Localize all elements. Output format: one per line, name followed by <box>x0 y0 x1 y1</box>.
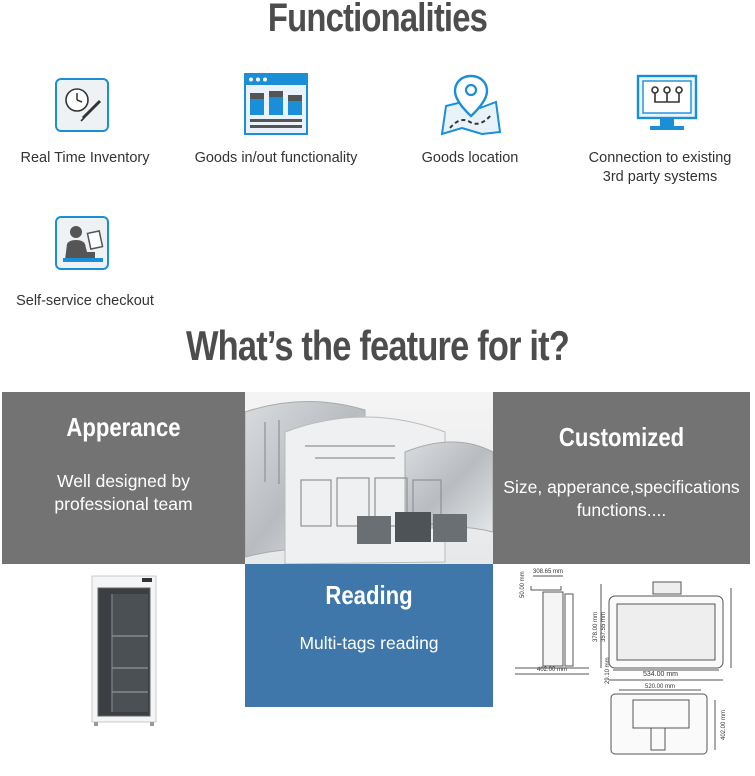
clock-pen-icon <box>55 78 109 132</box>
rfid-tag-rolls-image <box>245 392 493 564</box>
dimension-label: 534.00 mm <box>643 671 678 678</box>
function-label-line: Connection to existing <box>588 150 732 166</box>
feature-heading: What’s the feature for it? <box>185 322 570 369</box>
panel-text-line: Size, apperance,specifications <box>503 477 740 497</box>
panel-title: Customized <box>558 422 685 452</box>
panel-text-line: Well designed by <box>57 471 190 491</box>
panel-title: Reading <box>325 580 413 610</box>
panel-text: Size, apperance,specifications functions… <box>493 476 750 522</box>
dimension-label: 50.00 mm <box>520 571 526 598</box>
panel-text: Multi-tags reading <box>299 633 439 653</box>
function-label: Goods in/out functionality <box>194 150 358 166</box>
smart-cabinet-image <box>2 564 245 771</box>
reading-panel: Reading Multi-tags reading <box>245 564 493 707</box>
customized-panel: Customized Size, apperance,specification… <box>493 392 750 564</box>
panel-title: Apperance <box>66 412 181 442</box>
panel-text-line: functions.... <box>576 500 667 520</box>
function-label: Real Time Inventory <box>20 150 150 166</box>
browser-window-icon <box>244 73 308 135</box>
function-label: Self-service checkout <box>16 293 154 309</box>
dimension-label: 378.00 mm <box>593 612 599 642</box>
appearance-panel: Apperance Well designed by professional … <box>2 392 245 564</box>
function-label: Connection to existing 3rd party systems <box>570 149 750 187</box>
dimension-label: 402.00 mm <box>537 667 567 673</box>
dimension-label: 308.65 mm <box>533 569 563 575</box>
person-desk-icon <box>55 216 109 270</box>
monitor-network-icon <box>636 74 698 134</box>
function-label-line: 3rd party systems <box>602 169 718 185</box>
function-label: Goods location <box>421 150 519 166</box>
map-pin-icon <box>440 72 502 136</box>
dimension-drawing-image: 308.65 mm 402.00 mm 534.00 mm 520.00 mm … <box>493 564 750 771</box>
dimension-label: 357.55 mm <box>601 612 607 642</box>
functionalities-heading: Functionalities <box>267 0 488 40</box>
panel-text-line: professional team <box>54 494 193 514</box>
dimension-label: 402.00 mm <box>721 710 727 740</box>
panel-text: Well designed by professional team <box>2 470 245 516</box>
dimension-label: 520.00 mm <box>645 684 675 690</box>
dimension-label: 29.10 mm <box>605 657 611 684</box>
